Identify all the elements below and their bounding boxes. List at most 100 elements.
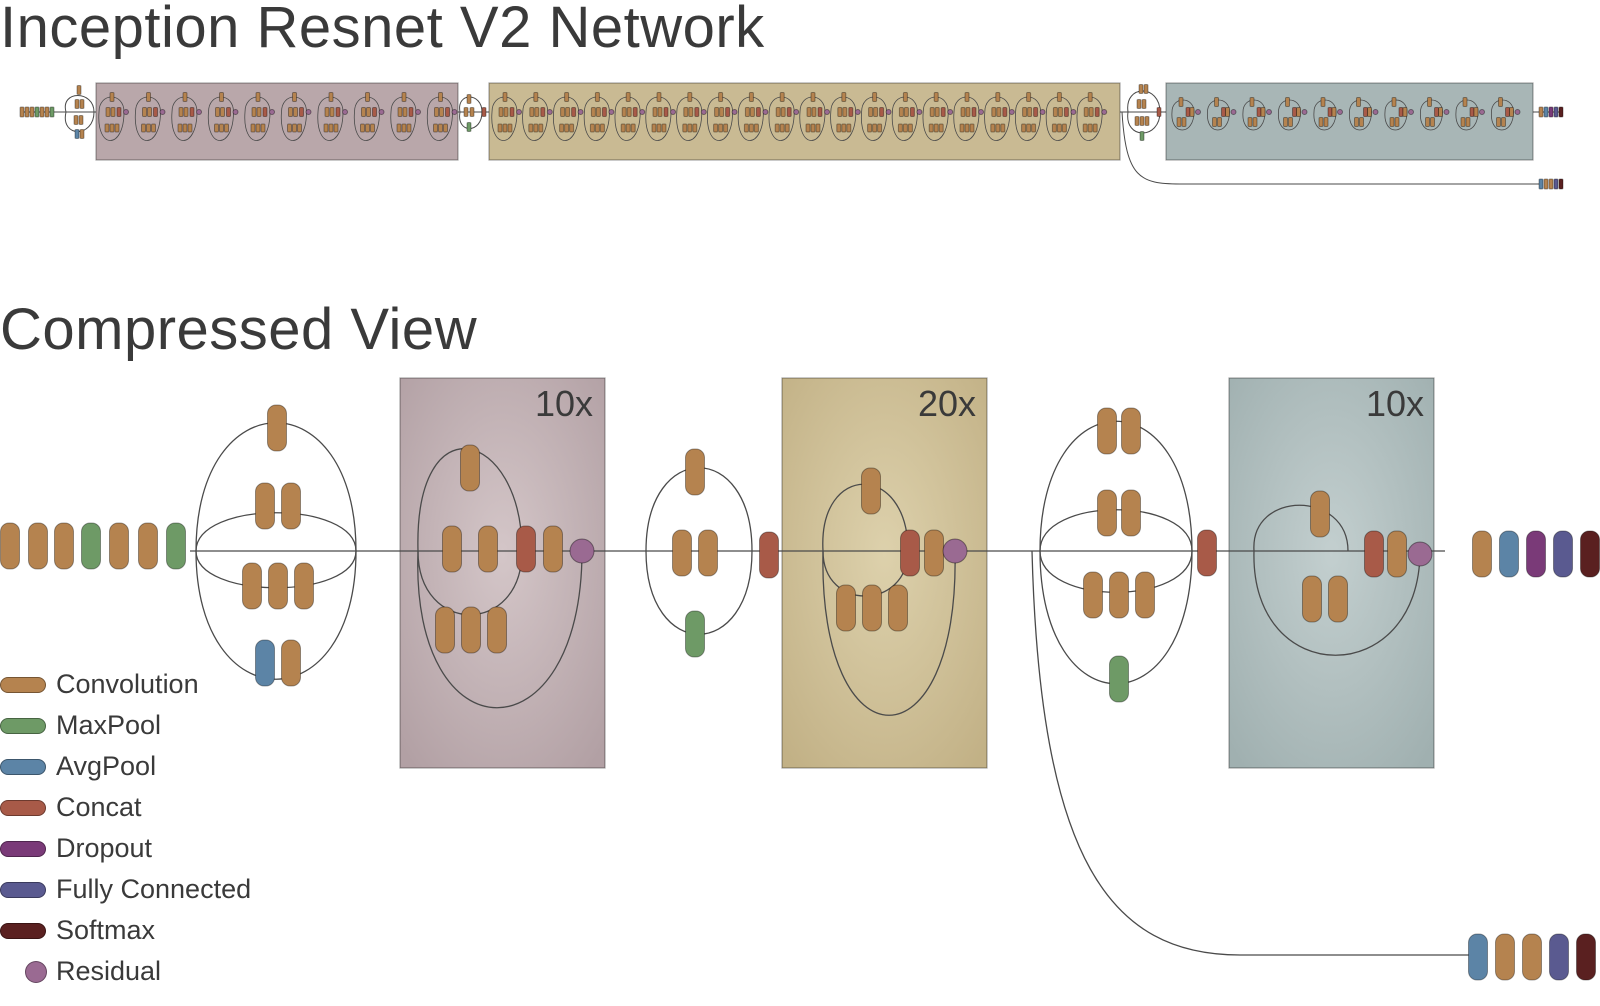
conv-layer bbox=[1026, 123, 1032, 133]
conv-layer bbox=[1402, 107, 1408, 117]
conv-layer bbox=[1021, 123, 1027, 133]
conv-layer bbox=[1302, 575, 1322, 623]
conv-layer bbox=[590, 107, 596, 117]
residual-node bbox=[947, 109, 954, 115]
conv-layer bbox=[719, 107, 725, 117]
conv-layer bbox=[841, 123, 847, 133]
conv-layer bbox=[683, 107, 689, 117]
conv-layer bbox=[255, 482, 275, 530]
conv-layer bbox=[1144, 116, 1150, 126]
residual-node bbox=[885, 109, 892, 115]
residual-node bbox=[942, 538, 968, 564]
conv-layer bbox=[146, 92, 151, 102]
conv-layer bbox=[965, 107, 971, 117]
conv-layer bbox=[1056, 92, 1062, 102]
conv-layer bbox=[250, 123, 256, 133]
residual-node bbox=[1101, 109, 1108, 115]
residual-loop bbox=[1253, 550, 1421, 656]
aux-output-layer bbox=[1553, 178, 1559, 190]
concat-layer bbox=[335, 107, 341, 117]
conv-layer bbox=[687, 123, 693, 133]
legend-label: AvgPool bbox=[56, 751, 157, 781]
conv-layer bbox=[1026, 92, 1032, 102]
conv-layer bbox=[1283, 117, 1288, 127]
conv-layer bbox=[1509, 107, 1514, 117]
conv-layer bbox=[806, 107, 812, 117]
conv-layer bbox=[28, 522, 48, 570]
concat-layer bbox=[516, 525, 536, 573]
conv-layer bbox=[1135, 571, 1155, 619]
conv-layer bbox=[903, 107, 909, 117]
conv-layer bbox=[251, 107, 257, 117]
aux-output-layer bbox=[1522, 933, 1542, 981]
conv-layer bbox=[625, 123, 631, 133]
conv-layer bbox=[877, 123, 883, 133]
conv-layer bbox=[487, 606, 507, 654]
conv-layer bbox=[402, 107, 408, 117]
concat-layer bbox=[1185, 107, 1191, 117]
conv-layer bbox=[929, 107, 935, 117]
output-layer bbox=[1558, 106, 1564, 118]
conv-layer bbox=[630, 123, 636, 133]
conv-layer bbox=[1427, 97, 1432, 107]
conv-layer bbox=[1217, 117, 1222, 127]
conv-layer bbox=[836, 584, 856, 632]
residual-node bbox=[1514, 109, 1521, 115]
conv-layer bbox=[1052, 107, 1058, 117]
conv-layer bbox=[897, 123, 903, 133]
repeat-count-label: 10x bbox=[535, 383, 593, 424]
conv-layer bbox=[861, 467, 881, 515]
concat-layer bbox=[1364, 530, 1384, 578]
avgpool-layer bbox=[255, 639, 275, 687]
residual-node bbox=[1070, 109, 1077, 115]
block-b-region bbox=[781, 377, 988, 769]
concat-layer bbox=[408, 107, 414, 117]
conv-layer bbox=[779, 92, 785, 102]
conv-layer bbox=[1082, 123, 1088, 133]
conv-layer bbox=[434, 107, 439, 117]
output-layer bbox=[1553, 106, 1559, 118]
maxpool-layer bbox=[685, 610, 705, 658]
conv-layer bbox=[1138, 84, 1144, 94]
conv-layer bbox=[224, 123, 229, 133]
concat-layer bbox=[1327, 107, 1333, 117]
conv-layer bbox=[360, 123, 365, 133]
conv-layer bbox=[281, 482, 301, 530]
conv-layer bbox=[1465, 117, 1471, 127]
concat-layer bbox=[299, 107, 304, 117]
conv-layer bbox=[995, 123, 1001, 133]
conv-layer bbox=[1318, 117, 1324, 127]
concat-layer bbox=[909, 107, 915, 117]
output-layer bbox=[1472, 530, 1492, 578]
concat-layer bbox=[116, 107, 122, 117]
conv-layer bbox=[599, 123, 605, 133]
concat-layer bbox=[1094, 107, 1100, 117]
conv-layer bbox=[652, 107, 658, 117]
conv-layer bbox=[370, 123, 375, 133]
concat-layer bbox=[848, 107, 854, 117]
conv-layer bbox=[147, 107, 152, 117]
conv-layer bbox=[1249, 97, 1255, 107]
output-layer bbox=[1526, 530, 1546, 578]
conv-layer bbox=[775, 107, 781, 117]
conv-layer bbox=[79, 99, 85, 109]
conv-layer bbox=[1462, 97, 1468, 107]
residual-node bbox=[1266, 109, 1272, 115]
conv-layer bbox=[74, 99, 80, 109]
legend-item: Softmax bbox=[0, 910, 251, 951]
legend-item: Residual bbox=[0, 951, 251, 992]
legend-item: Fully Connected bbox=[0, 869, 251, 910]
output-layer bbox=[1553, 530, 1573, 578]
layer-swatch-icon bbox=[0, 840, 46, 857]
conv-layer bbox=[842, 107, 848, 117]
conv-layer bbox=[215, 107, 220, 117]
conv-layer bbox=[815, 123, 821, 133]
conv-layer bbox=[529, 107, 535, 117]
conv-layer bbox=[1031, 123, 1037, 133]
concat-layer bbox=[1002, 107, 1008, 117]
aux-output-layer bbox=[1576, 933, 1596, 981]
conv-layer bbox=[1087, 123, 1093, 133]
conv-layer bbox=[898, 107, 904, 117]
concat-layer bbox=[1292, 107, 1297, 117]
layer-swatch-icon bbox=[0, 758, 46, 775]
